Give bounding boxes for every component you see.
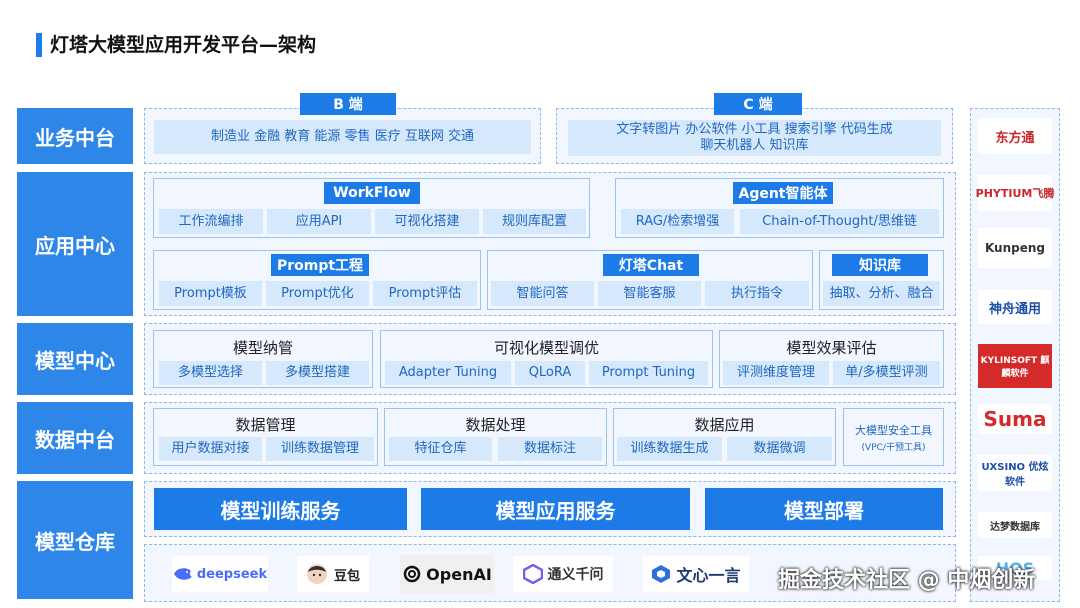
vendor-logo-dongfangtong: 东方通 [978,118,1052,154]
c-end-items-line2: 聊天机器人 知识库 [700,138,809,153]
data-apply-item: 数据微调 [727,437,832,461]
wenxin-logo: 文心一言 [643,556,749,592]
layer-label-data: 数据中台 [17,402,133,474]
layer-label-model: 模型中心 [17,323,133,395]
security-tools-title: 大模型安全工具 [855,423,932,437]
layer-label-warehouse: 模型仓库 [17,481,133,599]
security-tools-box: 大模型安全工具 (VPC/干预工具) [843,408,944,466]
data-process-title: 数据处理 [465,416,526,434]
vendor-logo-suma: Suma [978,404,1052,434]
model-eval-item: 评测维度管理 [723,361,829,385]
kb-item: 抽取、分析、融合 [823,281,940,306]
data-manage-title: 数据管理 [235,416,296,434]
vendor-logo-shenzhou: 神舟通用 [978,290,1052,324]
c-end-header: C 端 [714,93,802,115]
service-apply: 模型应用服务 [421,488,690,530]
data-manage-item: 训练数据管理 [266,437,374,461]
title-accent-bar [36,33,42,57]
tongyi-logo-text: 通义千问 [547,567,604,583]
model-manage-item: 多模型搭建 [266,361,369,385]
chat-item: 智能问答 [491,281,594,306]
c-end-items: 文字转图片 办公软件 小工具 搜索引擎 代码生成 聊天机器人 知识库 [568,120,941,156]
agent-item: RAG/检索增强 [621,209,734,234]
data-manage-item: 用户数据对接 [159,437,262,461]
wenxin-icon [652,565,671,583]
deepseek-logo-text: deepseek [196,566,268,582]
data-apply-title: 数据应用 [694,416,755,434]
workflow-header: WorkFlow [324,182,420,204]
model-tune-item: Prompt Tuning [589,361,708,385]
vendor-logo-kylin: KYLINSOFT 麒麟软件 [978,344,1052,388]
vendor-logo-uxsino: UXSINO 优炫软件 [978,455,1052,491]
workflow-item: 可视化搭建 [375,209,479,234]
chat-item: 智能客服 [598,281,701,306]
agent-item: Chain-of-Thought/思维链 [740,209,939,234]
prompt-header: Prompt工程 [271,254,369,276]
service-train: 模型训练服务 [154,488,407,530]
tongyi-logo: 通义千问 [513,556,613,592]
vendor-logo-kunpeng: Kunpeng [978,228,1052,268]
wenxin-logo-text: 文心一言 [676,566,741,585]
model-tune-item: Adapter Tuning [385,361,511,385]
workflow-item: 规则库配置 [483,209,586,234]
prompt-item: Prompt模板 [159,281,262,306]
prompt-item: Prompt评估 [373,281,477,306]
whale-icon [173,568,192,580]
model-tune-item: QLoRA [515,361,585,385]
openai-logo: OpenAI [400,555,494,593]
data-process-item: 特征仓库 [389,437,492,461]
service-deploy: 模型部署 [705,488,943,530]
model-eval-item: 单/多模型评测 [833,361,940,385]
data-process-item: 数据标注 [498,437,602,461]
b-end-header: B 端 [300,93,396,115]
chat-item: 执行指令 [705,281,809,306]
doubao-logo-text: 豆包 [333,568,360,584]
layer-label-business: 业务中台 [17,108,133,164]
chat-header: 灯塔Chat [603,254,699,276]
model-tune-title: 可视化模型调优 [493,339,599,357]
deepseek-logo: deepseek [172,556,268,592]
vendor-logo-hos: HOS [978,556,1052,580]
prompt-item: Prompt优化 [266,281,369,306]
kb-header: 知识库 [832,254,928,276]
model-manage-item: 多模型选择 [159,361,262,385]
vendor-logo-dameng: 达梦数据库 [978,512,1052,538]
watermark: 掘金技术社区 @ 中烟创新 [778,568,1036,593]
security-tools-subtitle: (VPC/干预工具) [861,442,926,453]
b-end-items: 制造业 金融 教育 能源 零售 医疗 互联网 交通 [154,120,531,154]
layer-label-application: 应用中心 [17,172,133,316]
openai-knot-icon [403,565,421,583]
openai-logo-text: OpenAI [426,564,492,584]
data-apply-item: 训练数据生成 [617,437,722,461]
agent-header: Agent智能体 [733,182,833,204]
model-manage-title: 模型纳管 [232,339,293,357]
workflow-item: 应用API [267,209,371,234]
page-title: 灯塔大模型应用开发平台—架构 [50,34,317,56]
workflow-item: 工作流编排 [159,209,263,234]
avatar-icon [306,564,327,584]
c-end-items-line1: 文字转图片 办公软件 小工具 搜索引擎 代码生成 [616,122,893,138]
tongyi-icon [522,564,543,584]
model-eval-title: 模型效果评估 [786,339,877,357]
vendor-logo-phytium: PHYTIUM飞腾 [976,175,1054,211]
doubao-logo: 豆包 [297,556,369,592]
